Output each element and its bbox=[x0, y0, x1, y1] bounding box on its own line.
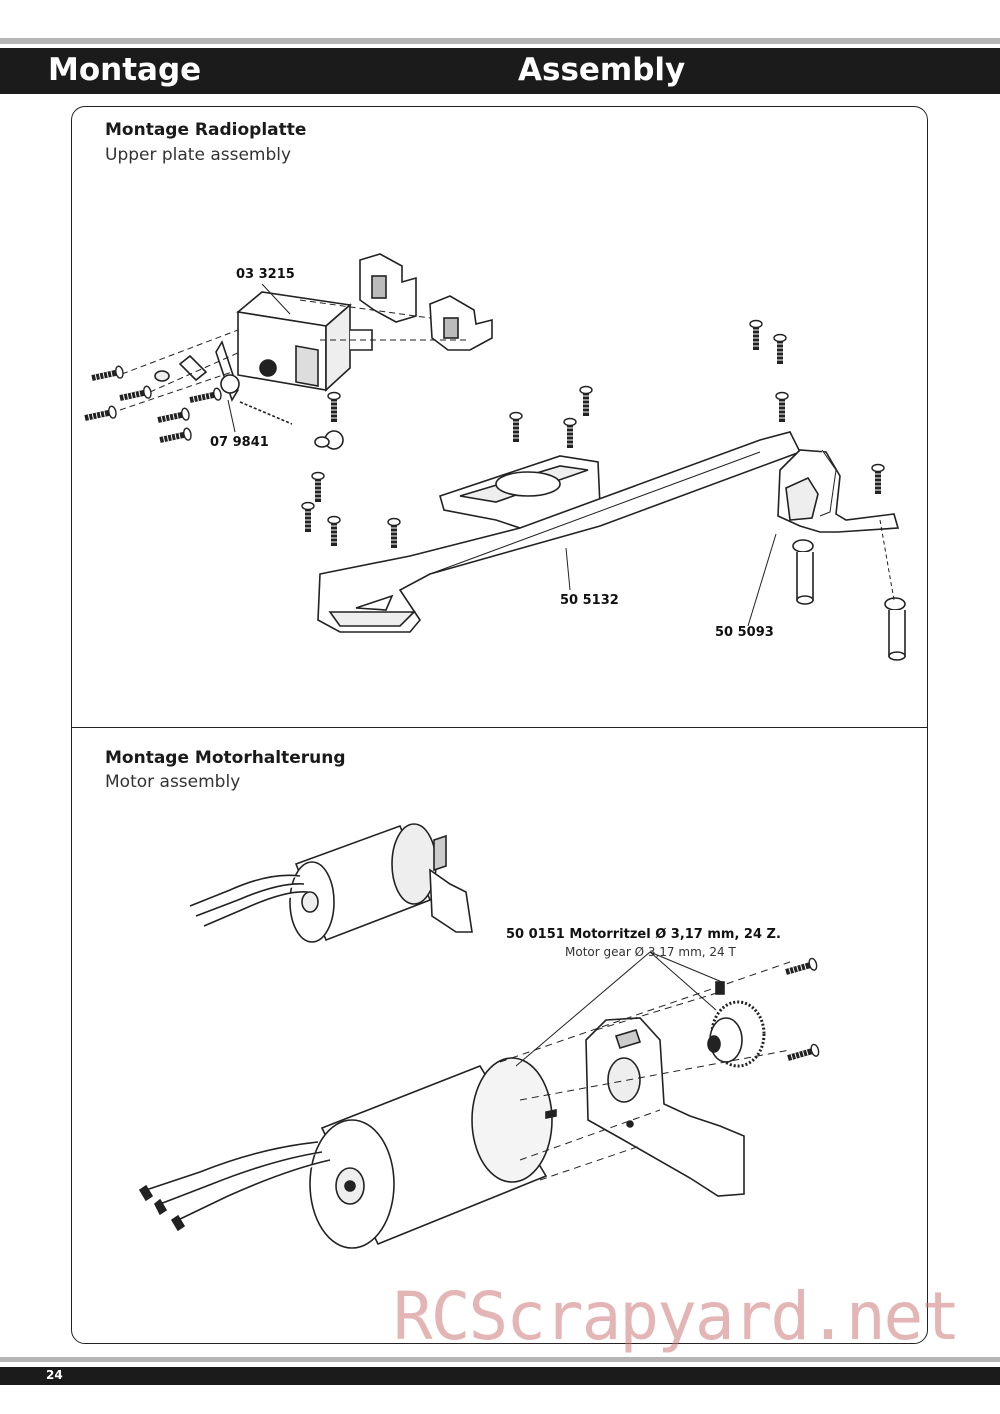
header-title-de: Montage bbox=[48, 52, 202, 88]
header-title-en: Assembly bbox=[518, 52, 686, 88]
footer-rule bbox=[0, 1357, 1000, 1362]
section1-title: Montage Radioplatte bbox=[105, 120, 307, 140]
servo-saver bbox=[154, 340, 344, 450]
footer-bar bbox=[0, 1367, 1000, 1385]
content-frame bbox=[71, 106, 928, 1344]
pinion-leaders bbox=[515, 951, 723, 1067]
part-label-upper-plate: 50 5132 bbox=[560, 593, 619, 608]
watermark: RCScrapyard.net bbox=[393, 1278, 961, 1355]
leader-lines bbox=[227, 283, 895, 627]
rear-bulkhead bbox=[777, 449, 900, 533]
motor-mount bbox=[585, 1017, 745, 1197]
pinion-label: 50 0151 Motorritzel Ø 3,17 mm, 24 Z. bbox=[506, 927, 781, 942]
section1-subtitle: Upper plate assembly bbox=[105, 145, 292, 165]
upper-plate bbox=[317, 431, 802, 633]
motor-drawing bbox=[138, 823, 791, 1249]
screws-motor bbox=[783, 956, 821, 1065]
part-label-linkage: 07 9841 bbox=[210, 435, 269, 450]
section2-title: Montage Motorhalterung bbox=[105, 748, 346, 768]
alignment-lines bbox=[119, 299, 470, 411]
posts bbox=[792, 539, 906, 661]
part-label-servo: 03 3215 bbox=[236, 267, 295, 282]
part-label-bulkhead: 50 5093 bbox=[715, 625, 774, 640]
servo-mount bbox=[359, 253, 493, 351]
motor-small bbox=[189, 823, 473, 943]
motor-large bbox=[138, 1057, 557, 1249]
page-number: 24 bbox=[46, 1368, 63, 1382]
upper-plate-drawing bbox=[119, 253, 906, 661]
header-bar: Montage Assembly bbox=[0, 48, 1000, 94]
header-rule bbox=[0, 38, 1000, 44]
pinion-label-en: Motor gear Ø 3,17 mm, 24 T bbox=[565, 945, 736, 959]
pinion-gear bbox=[707, 981, 766, 1068]
section-divider bbox=[71, 727, 928, 728]
section2-subtitle: Motor assembly bbox=[105, 772, 241, 792]
servo bbox=[236, 291, 373, 392]
motor-alignment-lines bbox=[499, 961, 791, 1181]
